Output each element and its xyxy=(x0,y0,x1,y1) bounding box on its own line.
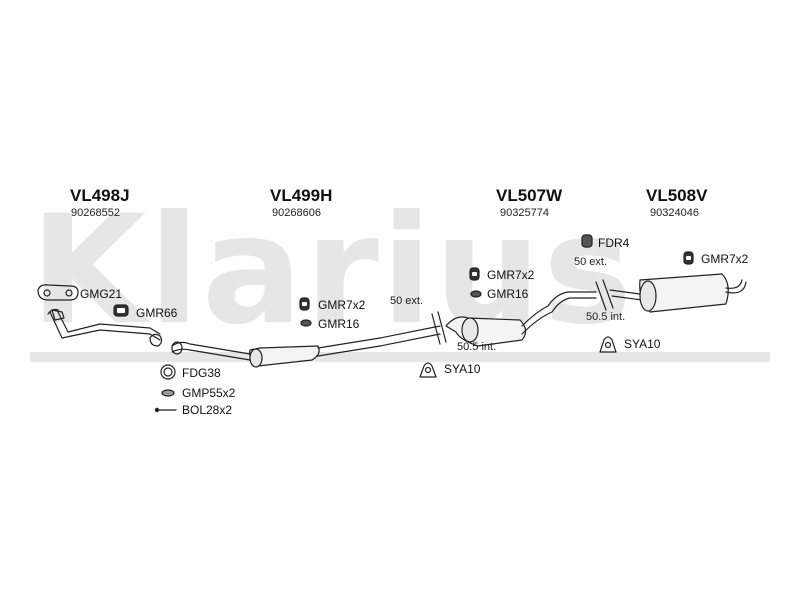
part-label-gmr16-intermediate: GMR16 xyxy=(487,287,529,301)
part-label-gmr7x2-intermediate: GMR7x2 xyxy=(487,268,535,282)
section-oem-4: 90324046 xyxy=(650,207,699,219)
strap-hanger-icon xyxy=(581,234,593,248)
section-oem-2: 90268606 xyxy=(272,207,321,219)
part-label-fdg38: FDG38 xyxy=(182,366,221,380)
part-label-gmr66: GMR66 xyxy=(136,306,178,320)
middle-pipe xyxy=(171,341,251,361)
brand-watermark: Klarius xyxy=(30,184,635,358)
part-label-gmr7x2-rear: GMR7x2 xyxy=(701,252,749,266)
part-label-gmr16-middle: GMR16 xyxy=(318,317,360,331)
clamp-icon xyxy=(161,389,175,397)
cut-marker xyxy=(431,311,447,345)
note-ext-middle: 50 ext. xyxy=(390,295,424,307)
small-rubber-icon xyxy=(300,319,312,327)
cut-marker xyxy=(595,279,614,311)
note-int-middle: 50.5 int. xyxy=(457,341,497,353)
bolt-icon xyxy=(154,407,177,413)
section-code-2: VL499H xyxy=(270,186,333,205)
mounting-rubber-icon xyxy=(683,251,694,265)
ring-gasket-icon xyxy=(160,364,176,380)
part-label-gmr7x2-middle: GMR7x2 xyxy=(318,298,366,312)
part-label-fdr4: FDR4 xyxy=(598,236,630,250)
front-pipe xyxy=(47,308,161,341)
section-code-4: VL508V xyxy=(646,186,708,205)
section-oem-1: 90268552 xyxy=(71,207,120,219)
bracket-icon xyxy=(419,362,437,378)
section-code-1: VL498J xyxy=(70,186,130,205)
mounting-rubber-icon xyxy=(469,267,480,281)
part-label-gmp55x2: GMP55x2 xyxy=(182,386,236,400)
part-label-gmg21: GMG21 xyxy=(80,287,123,301)
section-code-3: VL507W xyxy=(496,186,563,205)
part-label-sya10-rear: SYA10 xyxy=(624,337,661,351)
bracket-icon xyxy=(599,336,617,353)
pipe-clamp xyxy=(149,333,163,347)
section-oem-3: 90325774 xyxy=(500,207,549,219)
gasket-icon xyxy=(37,284,79,301)
part-label-sya10-intermediate: SYA10 xyxy=(444,362,481,376)
rear-silencer xyxy=(609,273,747,313)
small-rubber-icon xyxy=(470,290,482,298)
part-label-bol28x2: BOL28x2 xyxy=(182,403,233,417)
note-ext-rear: 50 ext. xyxy=(574,256,608,268)
intermediate-silencer xyxy=(445,291,597,347)
note-int-rear: 50.5 int. xyxy=(586,311,626,323)
mounting-rubber-icon xyxy=(299,297,310,311)
mounting-rubber-icon xyxy=(113,304,129,317)
watermark-bar xyxy=(30,352,770,362)
middle-silencer xyxy=(249,325,441,368)
